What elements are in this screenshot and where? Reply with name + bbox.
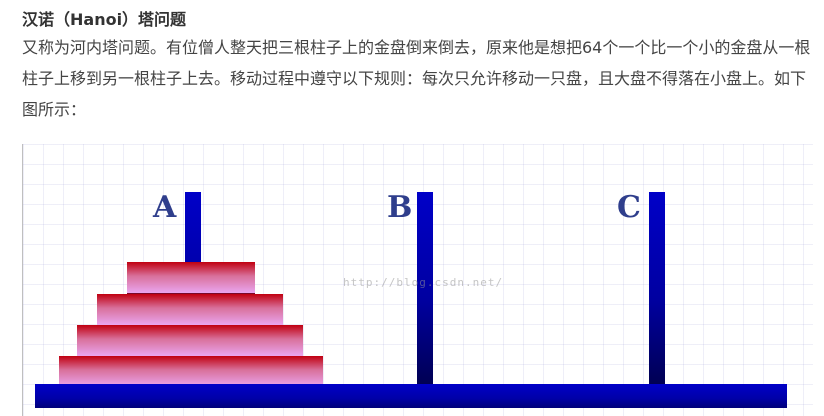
peg-a-label: A (153, 190, 177, 225)
disk-3 (77, 325, 303, 357)
disk-1-smallest (127, 262, 255, 294)
intro-paragraph: 又称为河内塔问题。有位僧人整天把三根柱子上的金盘倒来倒去，原来他是想把64个一个… (22, 38, 811, 119)
peg-b-label: B (387, 190, 413, 225)
peg-b-pole (417, 192, 433, 388)
tower-base (35, 384, 787, 408)
peg-c-pole (649, 192, 665, 388)
peg-c-label: C (617, 190, 641, 225)
watermark-text: http://blog.csdn.net/ (343, 276, 504, 289)
page-title: 汉诺（Hanoi）塔问题 (22, 10, 187, 29)
hanoi-tower-diagram: A B C http://blog.csdn.net/ (22, 144, 813, 416)
disk-4-largest (59, 356, 323, 388)
disk-2 (97, 294, 283, 326)
